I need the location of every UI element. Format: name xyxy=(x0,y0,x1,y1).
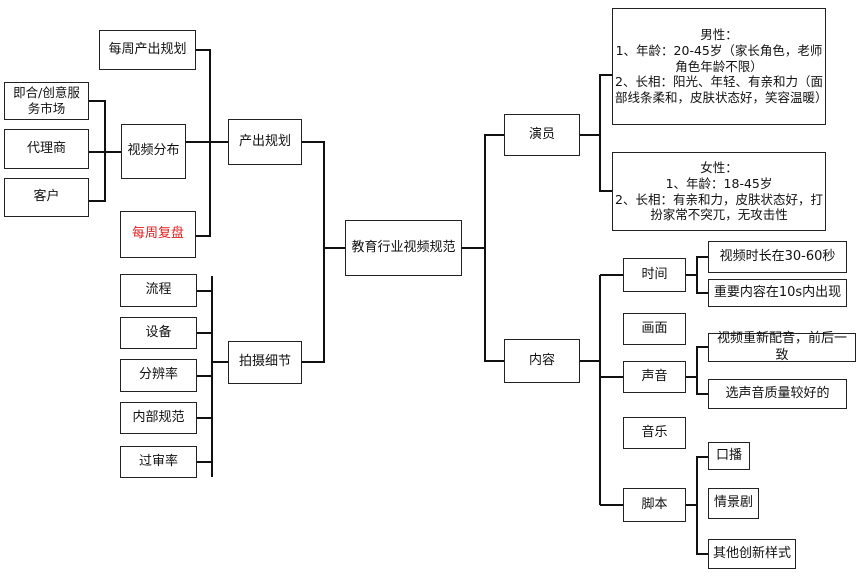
node-sound-quality: 选声音质量较好的 xyxy=(708,379,847,409)
node-shooting-equipment: 设备 xyxy=(120,317,197,349)
node-actors: 演员 xyxy=(504,114,580,156)
node-picture: 画面 xyxy=(623,313,686,345)
node-shooting-process: 流程 xyxy=(120,274,197,307)
node-weekly-plan: 每周产出规划 xyxy=(99,30,196,70)
node-shooting-approval-rate: 过审率 xyxy=(120,446,197,478)
node-music: 音乐 xyxy=(623,417,686,449)
node-sound-redub: 视频重新配音，前后一致 xyxy=(708,331,856,363)
node-distribution-market: 即合/创意服务市场 xyxy=(4,82,89,120)
node-actor-male: 男性： 1、年龄：20-45岁（家长角色，老师角色年龄不限） 2、长相：阳光、年… xyxy=(612,8,828,125)
node-time: 时间 xyxy=(623,258,686,292)
node-time-duration: 视频时长在30-60秒 xyxy=(708,241,847,273)
node-script: 脚本 xyxy=(623,488,686,522)
node-distribution-client: 客户 xyxy=(4,178,89,217)
node-distribution-agent: 代理商 xyxy=(4,129,89,169)
node-shooting-details: 拍摄细节 xyxy=(228,341,302,384)
node-shooting-resolution: 分辨率 xyxy=(120,359,197,392)
node-video-distribution: 视频分布 xyxy=(121,124,186,179)
node-sound: 声音 xyxy=(623,361,686,393)
node-shooting-internal-rules: 内部规范 xyxy=(120,402,197,434)
node-script-other: 其他创新样式 xyxy=(708,539,796,569)
node-weekly-review: 每周复盘 xyxy=(120,211,196,258)
node-time-key-content: 重要内容在10s内出现 xyxy=(708,279,847,307)
node-script-talk: 口播 xyxy=(708,442,750,470)
center-node: 教育行业视频规范 xyxy=(345,220,462,276)
node-output-plan: 产出规划 xyxy=(228,119,302,165)
node-actor-female: 女性： 1、年龄：18-45岁 2、长相：有亲和力，皮肤状态好，打扮家常不突兀，… xyxy=(612,152,826,231)
node-content: 内容 xyxy=(504,339,580,383)
node-script-skit: 情景剧 xyxy=(708,488,759,519)
